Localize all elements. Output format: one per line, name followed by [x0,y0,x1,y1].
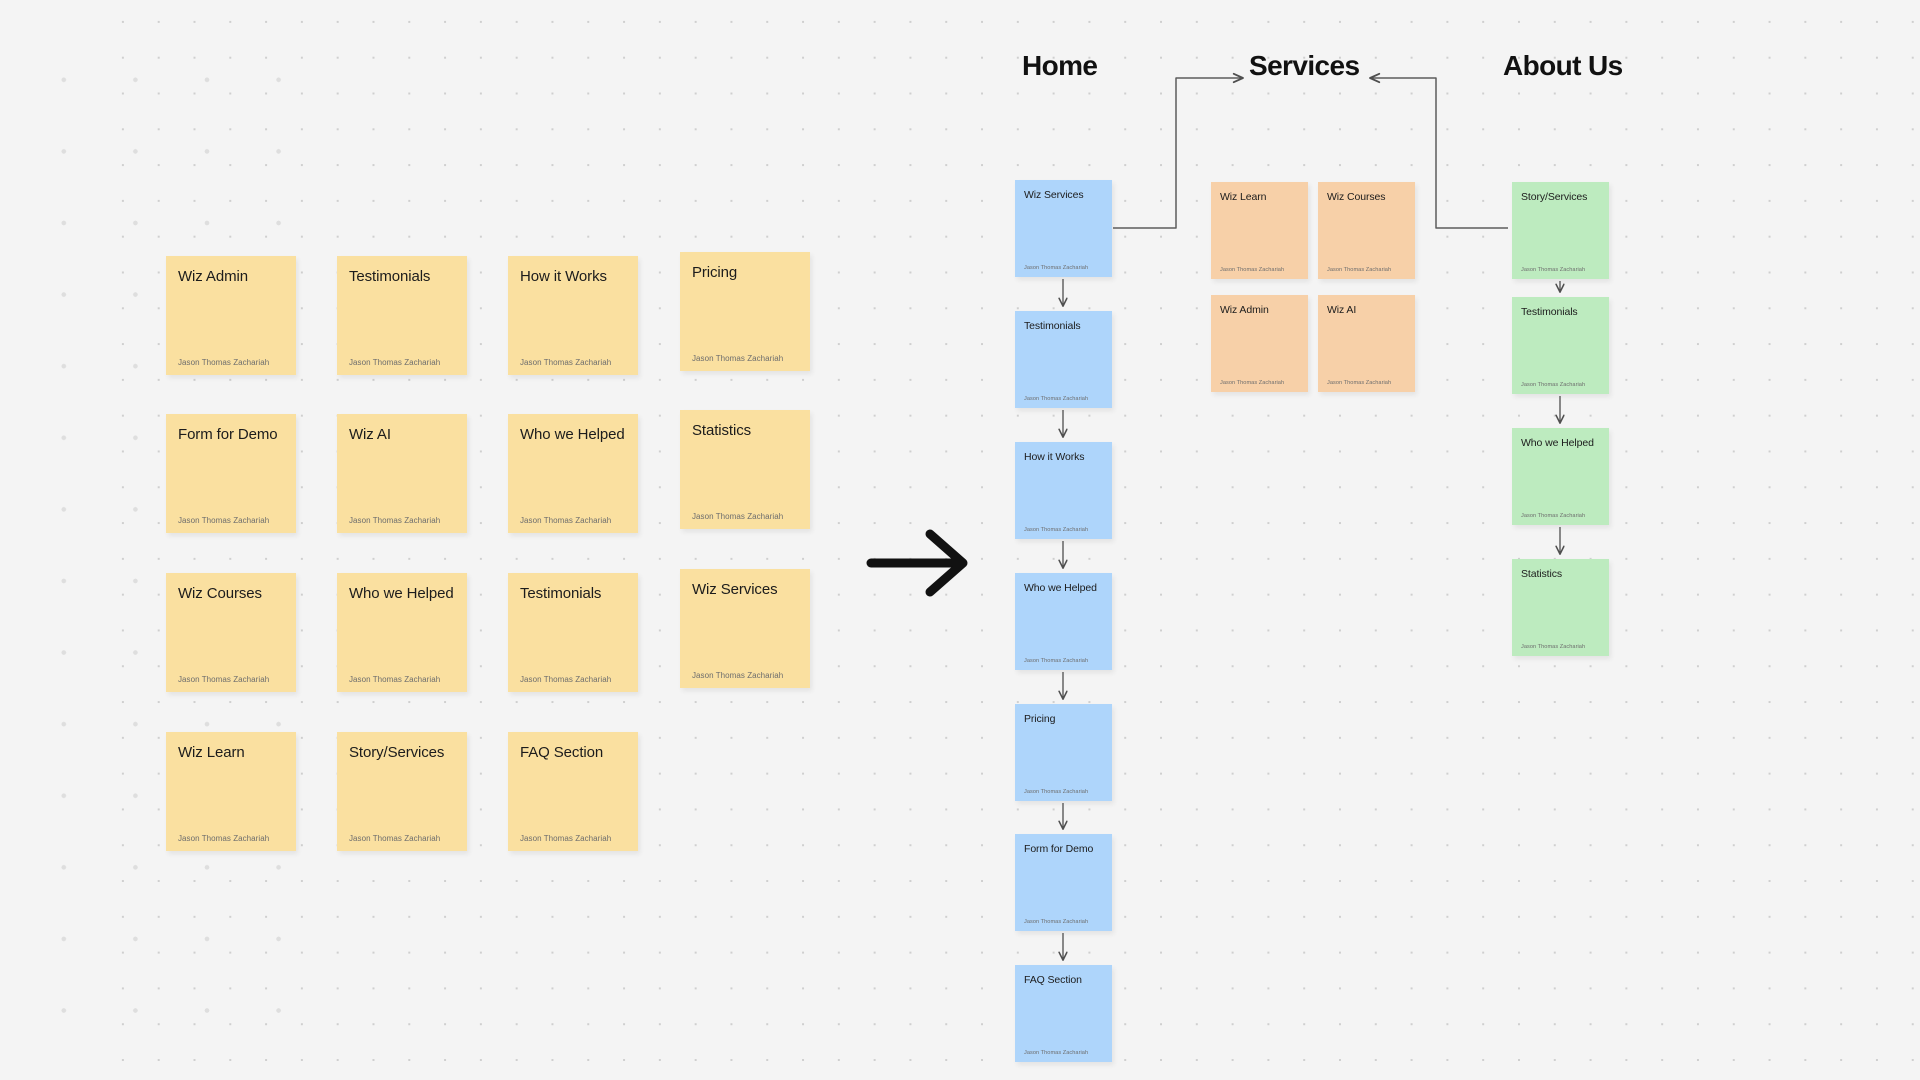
sticky-note-title: Form for Demo [1024,843,1094,855]
sticky-note-author: Jason Thomas Zachariah [1521,644,1586,650]
sticky-note-author: Jason Thomas Zachariah [1521,513,1586,519]
sticky-note-author: Jason Thomas Zachariah [520,516,612,525]
sticky-note[interactable]: Wiz Services Jason Thomas Zachariah [1015,180,1112,277]
sticky-note-author: Jason Thomas Zachariah [692,354,784,363]
sticky-note[interactable]: Wiz Courses Jason Thomas Zachariah [1318,182,1415,279]
sticky-note[interactable]: FAQ Section Jason Thomas Zachariah [1015,965,1112,1062]
sticky-note[interactable]: Testimonials Jason Thomas Zachariah [1512,297,1609,394]
sticky-note[interactable]: Statistics Jason Thomas Zachariah [1512,559,1609,656]
sticky-note-author: Jason Thomas Zachariah [1024,396,1089,402]
sticky-note-title: Testimonials [520,585,602,602]
sticky-note[interactable]: Story/Services Jason Thomas Zachariah [1512,182,1609,279]
sticky-note-title: Wiz AI [349,426,391,443]
sticky-note-title: Who we Helped [349,585,454,602]
sticky-note[interactable]: Who we Helped Jason Thomas Zachariah [1015,573,1112,670]
sticky-note-title: Pricing [692,264,738,281]
sticky-note-title: Testimonials [1521,306,1578,318]
sticky-note-title: Wiz AI [1327,304,1357,316]
sticky-note-author: Jason Thomas Zachariah [520,834,612,843]
sticky-note-author: Jason Thomas Zachariah [1024,919,1089,925]
sticky-note[interactable]: Wiz Services Jason Thomas Zachariah [680,569,810,688]
sticky-note-title: How it Works [1024,451,1085,463]
sticky-note-author: Jason Thomas Zachariah [520,358,612,367]
sticky-note-title: Who we Helped [1024,582,1097,594]
sticky-note-author: Jason Thomas Zachariah [692,671,784,680]
sticky-note-title: Pricing [1024,713,1056,725]
sticky-note[interactable]: How it Works Jason Thomas Zachariah [508,256,638,375]
sticky-note[interactable]: Wiz Admin Jason Thomas Zachariah [166,256,296,375]
sticky-note[interactable]: FAQ Section Jason Thomas Zachariah [508,732,638,851]
sticky-note-author: Jason Thomas Zachariah [349,358,441,367]
sticky-note[interactable]: Statistics Jason Thomas Zachariah [680,410,810,529]
sticky-note[interactable]: Testimonials Jason Thomas Zachariah [1015,311,1112,408]
sticky-note-author: Jason Thomas Zachariah [1327,380,1392,386]
sticky-note-title: Wiz Services [1024,189,1084,201]
transform-arrow [866,529,968,597]
sticky-note-title: Wiz Learn [1220,191,1267,203]
sticky-note-author: Jason Thomas Zachariah [178,516,270,525]
sticky-note-author: Jason Thomas Zachariah [1024,1050,1089,1056]
sticky-note-title: FAQ Section [520,744,604,761]
sticky-note-author: Jason Thomas Zachariah [178,358,270,367]
sticky-note[interactable]: Testimonials Jason Thomas Zachariah [508,573,638,692]
sticky-note-title: Statistics [1521,568,1563,580]
sticky-note-title: Wiz Courses [178,585,262,602]
sticky-note-author: Jason Thomas Zachariah [349,834,441,843]
sticky-note[interactable]: Wiz AI Jason Thomas Zachariah [337,414,467,533]
sticky-note[interactable]: Pricing Jason Thomas Zachariah [680,252,810,371]
sticky-note-title: Story/Services [349,744,445,761]
sticky-note-title: Statistics [692,422,752,439]
sticky-note[interactable]: Testimonials Jason Thomas Zachariah [337,256,467,375]
sticky-note[interactable]: Wiz AI Jason Thomas Zachariah [1318,295,1415,392]
sticky-note-title: Testimonials [349,268,431,285]
sticky-note-author: Jason Thomas Zachariah [349,675,441,684]
sticky-note-title: Testimonials [1024,320,1081,332]
sparse-dot-grid [28,44,338,1064]
sticky-note-author: Jason Thomas Zachariah [1521,267,1586,273]
sticky-note-title: Story/Services [1521,191,1588,203]
sticky-note-author: Jason Thomas Zachariah [1220,267,1285,273]
sticky-note-author: Jason Thomas Zachariah [1024,527,1089,533]
sticky-note-author: Jason Thomas Zachariah [1024,265,1089,271]
column-heading-home: Home [1022,50,1098,81]
dot-grid-background [105,0,1920,1080]
sticky-note-title: Who we Helped [520,426,625,443]
sticky-note-author: Jason Thomas Zachariah [1220,380,1285,386]
sticky-note-author: Jason Thomas Zachariah [349,516,441,525]
sticky-note[interactable]: Wiz Learn Jason Thomas Zachariah [1211,182,1308,279]
sticky-note-title: Wiz Services [692,581,778,598]
sticky-note-author: Jason Thomas Zachariah [692,512,784,521]
sticky-note-author: Jason Thomas Zachariah [1024,789,1089,795]
sticky-note[interactable]: Who we Helped Jason Thomas Zachariah [508,414,638,533]
sticky-note[interactable]: Form for Demo Jason Thomas Zachariah [1015,834,1112,931]
sticky-note[interactable]: Wiz Admin Jason Thomas Zachariah [1211,295,1308,392]
sticky-note-title: Form for Demo [178,426,278,443]
sticky-note[interactable]: Wiz Learn Jason Thomas Zachariah [166,732,296,851]
sticky-note[interactable]: Who we Helped Jason Thomas Zachariah [1512,428,1609,525]
sticky-note-author: Jason Thomas Zachariah [1521,382,1586,388]
column-heading-services: Services [1249,50,1360,81]
sticky-note-author: Jason Thomas Zachariah [1327,267,1392,273]
sticky-note-title: Wiz Admin [178,268,248,285]
sticky-note-title: FAQ Section [1024,974,1082,986]
sticky-note[interactable]: How it Works Jason Thomas Zachariah [1015,442,1112,539]
sticky-note-title: Who we Helped [1521,437,1594,449]
sticky-note-title: How it Works [520,268,607,285]
sticky-note-author: Jason Thomas Zachariah [520,675,612,684]
sticky-note[interactable]: Story/Services Jason Thomas Zachariah [337,732,467,851]
sticky-note[interactable]: Form for Demo Jason Thomas Zachariah [166,414,296,533]
sticky-note[interactable]: Wiz Courses Jason Thomas Zachariah [166,573,296,692]
sticky-note-title: Wiz Learn [178,744,245,761]
sticky-note-author: Jason Thomas Zachariah [1024,658,1089,664]
sticky-note-author: Jason Thomas Zachariah [178,675,270,684]
column-heading-about-us: About Us [1503,50,1623,81]
sticky-note-author: Jason Thomas Zachariah [178,834,270,843]
sticky-note[interactable]: Who we Helped Jason Thomas Zachariah [337,573,467,692]
sticky-note-title: Wiz Courses [1327,191,1386,203]
sticky-note-title: Wiz Admin [1220,304,1269,316]
sticky-note[interactable]: Pricing Jason Thomas Zachariah [1015,704,1112,801]
